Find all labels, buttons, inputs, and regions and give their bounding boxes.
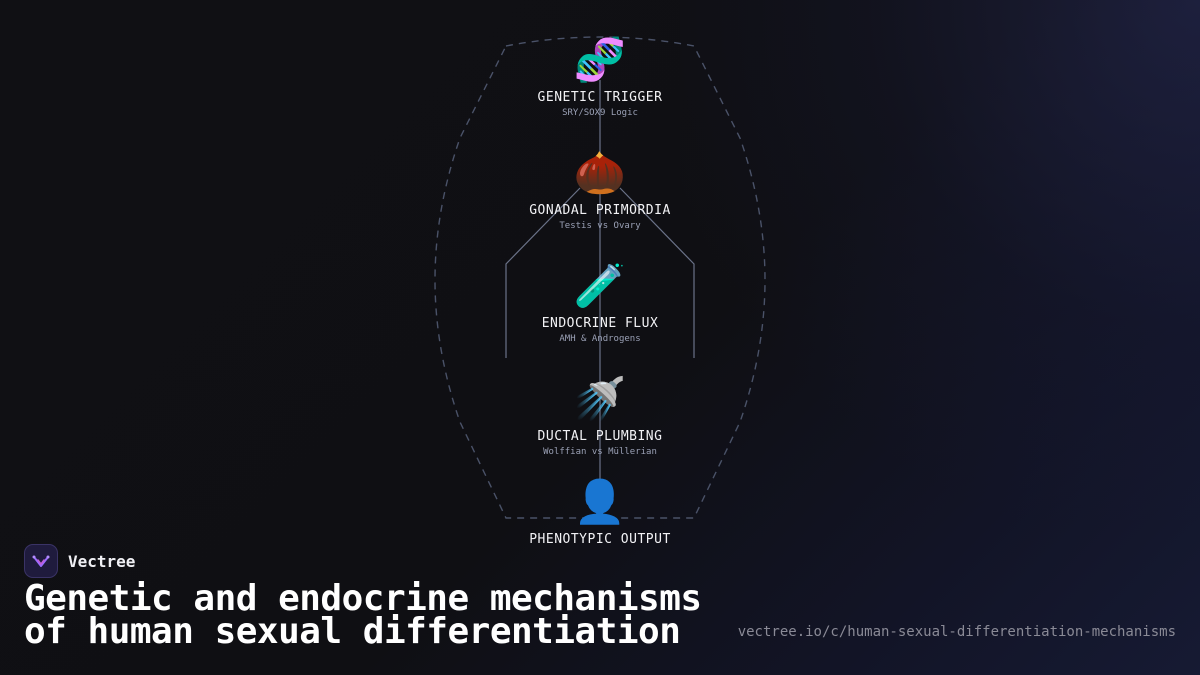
brand-name: Vectree bbox=[68, 551, 136, 571]
title-line-1: Genetic and endocrine mechanisms bbox=[24, 578, 702, 619]
node-title: PHENOTYPIC OUTPUT bbox=[529, 532, 671, 547]
page-title: Genetic and endocrine mechanisms of huma… bbox=[24, 578, 744, 652]
node-title: GENETIC TRIGGER bbox=[537, 90, 663, 105]
node-title: GONADAL PRIMORDIA bbox=[529, 203, 671, 218]
vectree-logo-icon bbox=[24, 544, 58, 578]
person-silhouette-icon: 👤 bbox=[573, 477, 627, 526]
node-subtitle: AMH & Androgens bbox=[559, 334, 641, 344]
dna-icon: 🧬 bbox=[573, 35, 627, 84]
node-subtitle: SRY/SOX9 Logic bbox=[562, 108, 638, 118]
right-branch bbox=[619, 187, 695, 358]
test-tube-icon: 🧪 bbox=[573, 261, 627, 310]
node-ductal-plumbing: 🚿 DUCTAL PLUMBING Wolffian vs Müllerian bbox=[450, 374, 750, 458]
node-gonadal-primordia: 🌰 GONADAL PRIMORDIA Testis vs Ovary bbox=[450, 148, 750, 232]
node-title: DUCTAL PLUMBING bbox=[537, 429, 663, 444]
node-endocrine-flux: 🧪 ENDOCRINE FLUX AMH & Androgens bbox=[450, 261, 750, 345]
chestnut-icon: 🌰 bbox=[573, 148, 627, 197]
node-genetic-trigger: 🧬 GENETIC TRIGGER SRY/SOX9 Logic bbox=[450, 35, 750, 119]
node-title: ENDOCRINE FLUX bbox=[541, 316, 659, 331]
node-phenotypic-output: 👤 PHENOTYPIC OUTPUT bbox=[450, 477, 750, 548]
node-subtitle: Testis vs Ovary bbox=[559, 221, 641, 231]
brand: Vectree bbox=[24, 544, 135, 578]
title-line-2: of human sexual differentiation bbox=[24, 611, 681, 652]
node-subtitle: Wolffian vs Müllerian bbox=[543, 447, 657, 457]
source-url[interactable]: vectree.io/c/human-sexual-differentiatio… bbox=[737, 624, 1176, 640]
left-branch bbox=[505, 187, 581, 358]
shower-icon: 🚿 bbox=[573, 374, 627, 423]
